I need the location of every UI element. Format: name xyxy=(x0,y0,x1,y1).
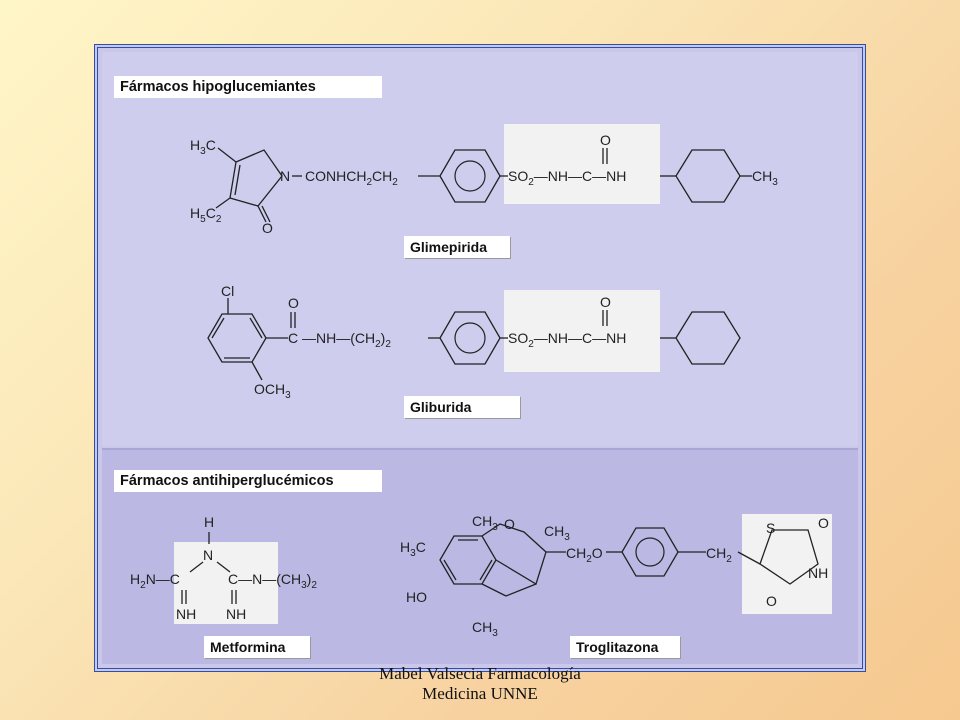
drug-label-metformina: Metformina xyxy=(204,636,310,658)
footer-credit: Mabel Valsecia Farmacología Medicina UNN… xyxy=(0,664,960,704)
svg-text:SO2—NH—C—NH: SO2—NH—C—NH xyxy=(508,330,626,350)
svg-text:O: O xyxy=(600,294,611,310)
svg-text:H2N—C: H2N—C xyxy=(130,571,180,591)
svg-text:S: S xyxy=(766,520,775,536)
svg-text:H3C: H3C xyxy=(400,539,426,559)
svg-text:Cl: Cl xyxy=(221,283,234,299)
svg-text:CH3: CH3 xyxy=(472,513,498,533)
svg-text:H3C: H3C xyxy=(190,137,216,157)
svg-text:O: O xyxy=(600,132,611,148)
section-title-hypoglycemic: Fármacos hipoglucemiantes xyxy=(114,76,382,98)
svg-text:CH3: CH3 xyxy=(544,523,570,543)
svg-text:CH3: CH3 xyxy=(752,168,778,188)
svg-text:C: C xyxy=(288,330,298,346)
structure-troglitazona: O CH3 H3C HO CH3 CH3 CH2O CH2 S NH O O xyxy=(400,513,832,639)
svg-text:NH: NH xyxy=(808,565,828,581)
svg-text:—NH—(CH2)2: —NH—(CH2)2 xyxy=(302,330,391,350)
svg-text:OCH3: OCH3 xyxy=(254,381,291,401)
structure-glimepirida: H3C H5C2 O N CONHCH2CH2 SO2—NH—C—NH O CH… xyxy=(190,124,778,236)
svg-text:N: N xyxy=(280,168,290,184)
svg-text:H: H xyxy=(204,514,214,530)
svg-text:NH: NH xyxy=(176,606,196,622)
svg-text:CONHCH2CH2: CONHCH2CH2 xyxy=(305,168,398,188)
drug-label-gliburida: Gliburida xyxy=(404,396,520,418)
svg-text:SO2—NH—C—NH: SO2—NH—C—NH xyxy=(508,168,626,188)
svg-text:O: O xyxy=(766,593,777,609)
svg-text:O: O xyxy=(818,515,829,531)
svg-text:HO: HO xyxy=(406,589,427,605)
structure-gliburida: Cl OCH3 C O —NH—(CH2)2 SO2—NH—C—NH O xyxy=(207,283,741,401)
svg-text:NH: NH xyxy=(226,606,246,622)
structure-metformina: H N H2N—C C—N—(CH3)2 NH NH xyxy=(130,514,317,624)
svg-text:CH3: CH3 xyxy=(472,619,498,639)
svg-text:CH2O: CH2O xyxy=(566,545,603,565)
drug-label-glimepirida: Glimepirida xyxy=(404,236,510,258)
svg-text:CH2: CH2 xyxy=(706,545,732,565)
drug-label-troglitazona: Troglitazona xyxy=(570,636,680,658)
footer-line-2: Medicina UNNE xyxy=(422,684,538,703)
svg-text:C—N—(CH3)2: C—N—(CH3)2 xyxy=(228,571,317,591)
section-title-antihyperglycemic: Fármacos antihiperglucémicos xyxy=(114,470,382,492)
svg-text:H5C2: H5C2 xyxy=(190,205,222,225)
svg-text:O: O xyxy=(504,516,515,532)
svg-text:N: N xyxy=(203,547,213,563)
svg-text:O: O xyxy=(288,295,299,311)
footer-line-1: Mabel Valsecia Farmacología xyxy=(379,664,581,683)
svg-text:O: O xyxy=(262,220,273,236)
